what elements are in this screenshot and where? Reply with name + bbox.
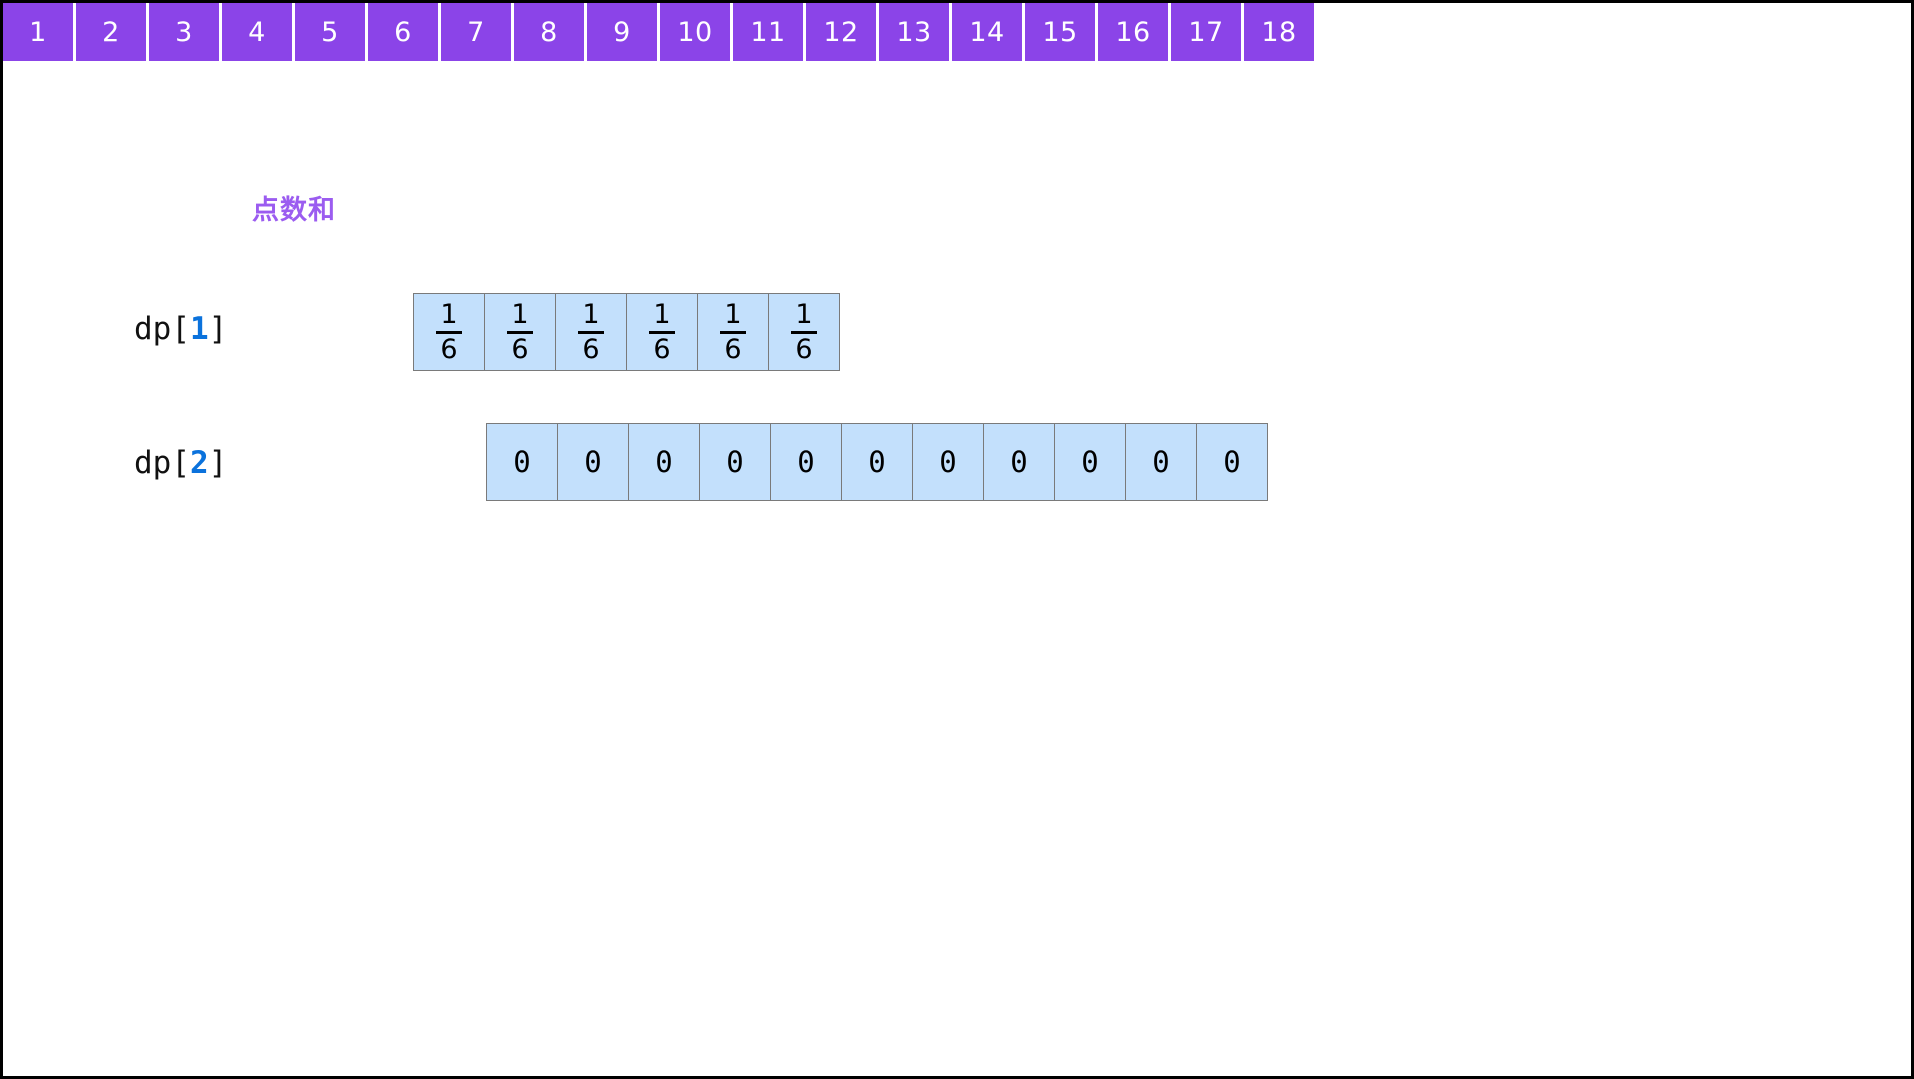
sum-cell: 14 [952, 3, 1022, 61]
sum-cell: 8 [514, 3, 584, 61]
sum-cell: 12 [806, 3, 876, 61]
fraction-bar [507, 330, 533, 334]
cell-value: 0 [939, 445, 957, 479]
sum-cell: 16 [1098, 3, 1168, 61]
cell-value: 0 [1223, 445, 1241, 479]
dp2-label-suffix: ] [208, 445, 228, 481]
cell-value: 0 [655, 445, 673, 479]
cell-value: 0 [726, 445, 744, 479]
dp1-row-label: dp[1] [134, 311, 227, 347]
cell-value: 0 [868, 445, 886, 479]
dp2-row-label: dp[2] [134, 445, 227, 481]
dp2-cell: 0 [983, 423, 1055, 501]
sum-cell: 3 [149, 3, 219, 61]
fraction-numerator: 1 [440, 298, 458, 330]
fraction-denominator: 6 [724, 333, 742, 365]
fraction-denominator: 6 [440, 333, 458, 365]
fraction-numerator: 1 [795, 298, 813, 330]
fraction-denominator: 6 [511, 333, 529, 365]
dp2-cell: 0 [912, 423, 984, 501]
dp2-cell: 0 [1125, 423, 1197, 501]
fraction-bar [649, 330, 675, 334]
fraction-bar [720, 330, 746, 334]
cell-value: 0 [1081, 445, 1099, 479]
sum-cell: 1 [3, 3, 73, 61]
sum-cell: 6 [368, 3, 438, 61]
fraction-numerator: 1 [582, 298, 600, 330]
fraction-numerator: 1 [724, 298, 742, 330]
sum-cell: 15 [1025, 3, 1095, 61]
fraction-bar [578, 330, 604, 334]
fraction-denominator: 6 [582, 333, 600, 365]
dp1-label-prefix: dp[ [134, 311, 190, 347]
sum-cell: 18 [1244, 3, 1314, 61]
sum-cell: 5 [295, 3, 365, 61]
dp2-cell: 0 [628, 423, 700, 501]
sum-cell: 13 [879, 3, 949, 61]
dp2-cell: 0 [841, 423, 913, 501]
cell-value: 0 [797, 445, 815, 479]
dp2-cell: 0 [1196, 423, 1268, 501]
dp1-label-suffix: ] [208, 311, 228, 347]
cell-value: 0 [1010, 445, 1028, 479]
sum-cell: 10 [660, 3, 730, 61]
dp2-label-index: 2 [190, 445, 209, 481]
sum-cell: 17 [1171, 3, 1241, 61]
fraction-numerator: 1 [653, 298, 671, 330]
cell-value: 0 [584, 445, 602, 479]
sum-cell: 4 [222, 3, 292, 61]
cell-value: 0 [1152, 445, 1170, 479]
dp2-label-prefix: dp[ [134, 445, 190, 481]
fraction-bar [791, 330, 817, 334]
fraction-bar [436, 330, 462, 334]
dp2-cell: 0 [770, 423, 842, 501]
cell-value: 0 [513, 445, 531, 479]
fraction-denominator: 6 [795, 333, 813, 365]
dp2-row: 0 0 0 0 0 0 0 0 0 0 0 [486, 423, 1268, 501]
fraction-numerator: 1 [511, 298, 529, 330]
sum-cell: 9 [587, 3, 657, 61]
sum-cell: 2 [76, 3, 146, 61]
sum-row-label: 点数和 [252, 195, 336, 226]
dp2-cell: 0 [557, 423, 629, 501]
sum-cell: 7 [441, 3, 511, 61]
fraction-denominator: 6 [653, 333, 671, 365]
dp1-label-index: 1 [190, 311, 209, 347]
sum-cell: 11 [733, 3, 803, 61]
dp2-cell: 0 [1054, 423, 1126, 501]
dp2-cell: 0 [699, 423, 771, 501]
dp2-cell: 0 [486, 423, 558, 501]
